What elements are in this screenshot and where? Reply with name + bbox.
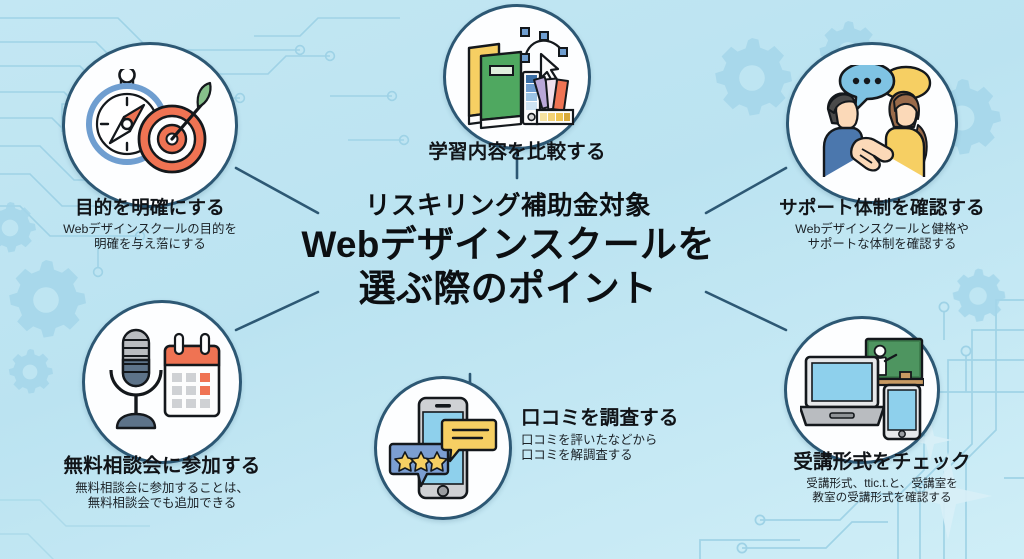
point-support-caption: サポート体制を確認する Webデザインスクールと健格や サポートな体制を確認する	[744, 197, 1020, 253]
main-title-block: リスキリング補助金対象 Webデザインスクールを 選ぶ際のポイント	[258, 192, 758, 310]
point-consultation-title: 無料相談会に参加する	[63, 455, 261, 477]
point-consultation-caption: 無料相談会に参加する 無料相談会に参加することは、 無料相談会でも追加できる	[18, 455, 306, 512]
point-purpose-title: 目的を明確にする	[75, 197, 225, 218]
title-superline: リスキリング補助金対象	[364, 192, 651, 220]
books-design-tools-icon	[467, 27, 575, 130]
title-line-2: 選ぶ際のポイント	[358, 267, 658, 309]
point-curriculum-title: 学習内容を比較する	[428, 141, 606, 163]
microphone-calendar-icon	[109, 328, 221, 430]
point-purpose-desc: Webデザインスクールの目的を 明確を与え菭にする	[63, 221, 237, 252]
handshake-chat-icon	[822, 65, 932, 177]
point-format-circle[interactable]	[784, 316, 940, 464]
point-reviews-desc: 口コミを評いたなどから 口コミを解調査する	[521, 432, 658, 463]
point-support-desc: Webデザインスクールと健格や サポートな体制を確認する	[795, 221, 969, 252]
point-support-title: サポート体制を確認する	[779, 197, 985, 218]
point-format-desc: 受講形式、ttic.t.と、受講室を 教室の受講形式を確認する	[806, 476, 958, 505]
smartphone-review-icon	[388, 396, 498, 500]
point-format-caption: 受講形式をチェック 受講形式、ttic.t.と、受講室を 教室の受講形式を確認す…	[740, 451, 1024, 506]
point-consultation-desc: 無料相談会に参加することは、 無料相談会でも追加できる	[75, 480, 249, 511]
point-curriculum-circle[interactable]	[443, 4, 591, 150]
point-support-circle[interactable]	[786, 42, 958, 204]
point-consultation-circle[interactable]	[82, 300, 242, 464]
title-line-1: Webデザインスクールを	[301, 223, 715, 265]
point-curriculum-caption: 学習内容を比較する	[397, 141, 637, 164]
point-reviews-caption: 口コミを調査する 口コミを評いたなどから 口コミを解調査する	[521, 407, 751, 464]
point-reviews-circle[interactable]	[374, 376, 512, 520]
point-format-title: 受講形式をチェック	[793, 451, 971, 473]
laptop-tablet-blackboard-icon	[800, 337, 924, 441]
compass-target-icon	[86, 69, 212, 174]
point-reviews-title: 口コミを調査する	[521, 407, 679, 429]
point-purpose-caption: 目的を明確にする Webデザインスクールの目的を 明確を与え菭にする	[18, 197, 282, 253]
point-purpose-circle[interactable]	[62, 42, 238, 208]
